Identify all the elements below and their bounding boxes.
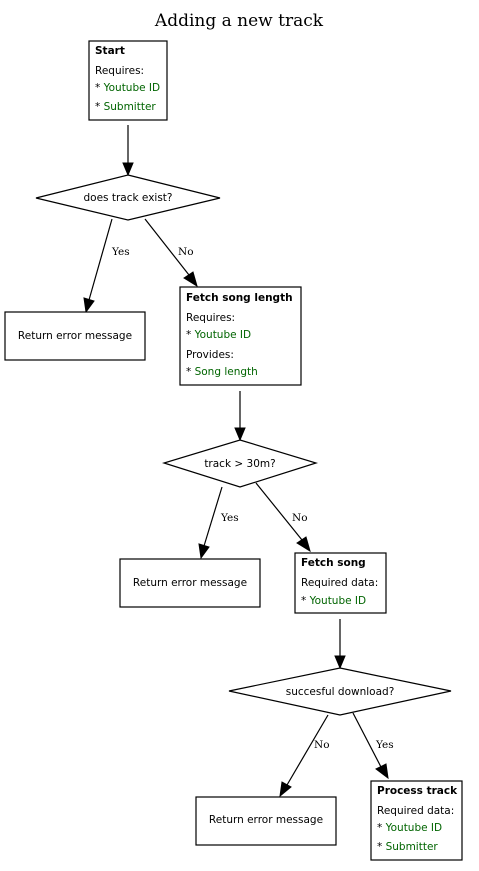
node-start-header: Start — [95, 45, 125, 57]
edge-label-yes: Yes — [220, 512, 239, 524]
arrowhead — [375, 763, 389, 780]
decision-download: succesful download? — [228, 667, 452, 716]
node-process-item1: * Youtube ID — [377, 822, 442, 834]
edge-label-yes: Yes — [375, 739, 394, 751]
node-start-line1: Requires: — [95, 65, 144, 77]
node-error-2-label: Return error message — [133, 577, 247, 589]
node-start-item2: * Submitter — [95, 101, 156, 113]
node-process-item2: * Submitter — [377, 841, 438, 853]
edge-label-no: No — [292, 512, 308, 524]
edges: Yes No Yes No No Yes — [83, 125, 394, 798]
node-error-3: Return error message — [195, 796, 337, 846]
decision-track-length: track > 30m? — [161, 439, 319, 488]
edge-download-error3 — [286, 714, 329, 786]
edge-length-error2 — [203, 486, 223, 547]
node-process-track: Process track Required data: * Youtube I… — [370, 780, 463, 861]
node-fetch-length-header: Fetch song length — [186, 292, 293, 304]
arrowhead — [122, 162, 134, 177]
node-error-1: Return error message — [4, 311, 146, 361]
arrowhead — [334, 655, 346, 670]
node-error-3-label: Return error message — [209, 814, 323, 826]
node-fetch-song: Fetch song Required data: * Youtube ID — [294, 552, 387, 614]
node-error-2: Return error message — [119, 558, 261, 608]
diagram-title: Adding a new track — [154, 11, 324, 31]
edge-exists-error1 — [88, 218, 113, 301]
edge-label-no: No — [178, 246, 194, 258]
decision-track-exists-label: does track exist? — [84, 192, 173, 204]
decision-download-label: succesful download? — [286, 686, 395, 698]
decision-track-length-label: track > 30m? — [204, 458, 275, 470]
node-fetch-length-line2: Provides: — [186, 349, 234, 361]
node-fetch-length-line1: Requires: — [186, 312, 235, 324]
node-process-header: Process track — [377, 785, 458, 797]
node-fetch-song-length: Fetch song length Requires: * Youtube ID… — [179, 286, 302, 386]
node-start: Start Requires: * Youtube ID * Submitter — [88, 40, 168, 121]
node-fetch-length-item1: * Youtube ID — [186, 329, 251, 341]
arrowhead — [198, 543, 210, 560]
decision-track-exists: does track exist? — [35, 174, 221, 221]
node-fetch-song-item1: * Youtube ID — [301, 595, 366, 607]
node-process-line1: Required data: — [377, 805, 454, 817]
edge-exists-fetchlen — [144, 218, 190, 276]
node-fetch-length-item2: * Song length — [186, 366, 258, 378]
node-fetch-song-header: Fetch song — [301, 557, 366, 569]
arrowhead — [183, 271, 198, 288]
node-start-item1: * Youtube ID — [95, 82, 160, 94]
edge-length-fetchsong — [255, 482, 303, 541]
edge-download-process — [352, 712, 382, 768]
edge-label-yes: Yes — [111, 246, 130, 258]
arrowhead — [83, 297, 95, 314]
node-fetch-song-line1: Required data: — [301, 577, 378, 589]
arrowhead — [279, 781, 292, 798]
edge-label-no: No — [314, 739, 330, 751]
arrowhead — [234, 427, 246, 442]
arrowhead — [296, 536, 311, 553]
node-error-1-label: Return error message — [18, 330, 132, 342]
